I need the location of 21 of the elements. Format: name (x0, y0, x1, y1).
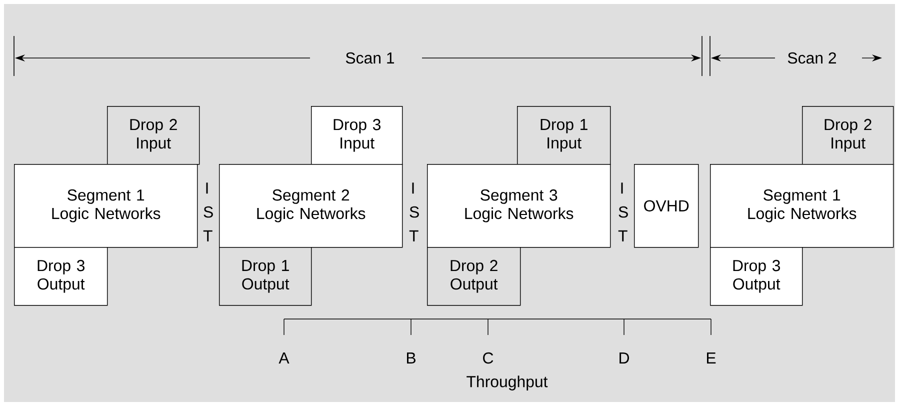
drop-box: Drop 2 Output (427, 247, 521, 306)
tick-label: B (407, 352, 416, 364)
scan-label: Scan 1 (346, 52, 394, 64)
ist-label: I S T (203, 182, 213, 242)
tick-label: E (707, 352, 716, 364)
ist-label: I S T (409, 182, 419, 242)
tick-label: C (483, 352, 494, 364)
drop-box: Drop 3 Output (710, 247, 803, 306)
segment-box: Segment 3 Logic Networks (427, 164, 611, 248)
axis-label: Throughput (466, 376, 548, 390)
drop-box: Drop 2 Input (107, 106, 200, 165)
tick-label: D (620, 352, 629, 364)
ist-label: I S T (618, 182, 628, 242)
drop-box: Drop 1 Output (219, 247, 312, 306)
drop-box: Drop 3 Input (311, 106, 403, 165)
tick-label: A (278, 352, 290, 364)
overhead-box: OVHD (634, 164, 699, 248)
drop-box: Drop 1 Input (517, 106, 611, 165)
scan-label: Scan 2 (788, 52, 836, 64)
drop-box: Drop 2 Input (802, 106, 894, 165)
drop-box: Drop 3 Output (14, 247, 108, 306)
